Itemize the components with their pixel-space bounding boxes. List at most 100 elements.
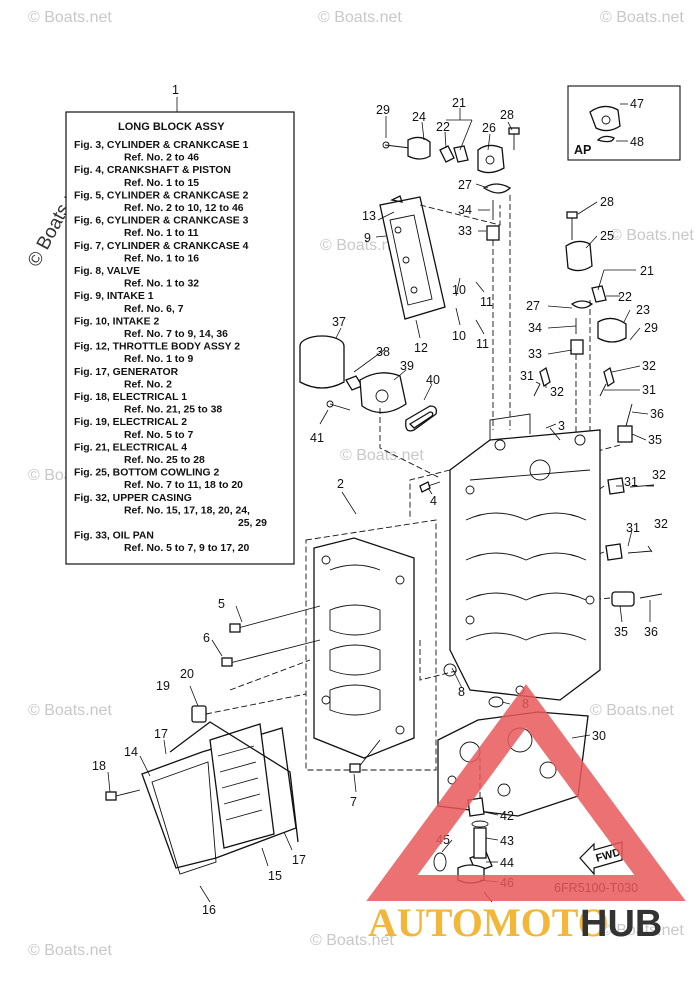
callout-19: 19 [156,679,170,693]
callout-22: 22 [618,290,632,304]
legend-figure-line: Fig. 5, CYLINDER & CRANKCASE 2 [74,190,249,201]
legend-figure-line: Fig. 32, UPPER CASING [74,493,192,504]
callout-13: 13 [362,209,376,223]
callout-35: 35 [648,433,662,447]
callout-27: 27 [526,299,540,313]
callout-25: 25 [600,229,614,243]
legend-figure-line: Fig. 4, CRANKSHAFT & PISTON [74,165,231,176]
watermark: © Boats.net [610,227,694,244]
callout-20: 20 [180,667,194,681]
callout-40: 40 [426,373,440,387]
right-side-parts [533,211,663,607]
legend-ref-line: Ref. No. 2 to 46 [124,153,199,164]
intake-bracket [379,195,501,320]
legend-figure-line: Fig. 21, ELECTRICAL 4 [74,442,187,453]
legend-ref-line: Ref. No. 21, 25 to 38 [124,405,222,416]
callout-5: 5 [218,597,225,611]
callout-33: 33 [458,224,472,238]
callout-31: 31 [520,369,534,383]
brand-text-part1: AUTOMOTO [368,900,609,945]
callout-30: 30 [592,729,606,743]
legend-ref-line: Ref. No. 7 to 9, 14, 36 [124,329,228,340]
callout-9: 9 [364,231,371,245]
legend-ref-line: Ref. No. 1 to 11 [124,228,199,239]
callout-43: 43 [500,834,514,848]
callout-21: 21 [640,264,654,278]
legend-ref-line: Ref. No. 2 [124,379,172,390]
callout-11: 11 [480,295,493,309]
callout-3: 3 [558,419,565,433]
ap-inset: AP 47 48 [567,85,681,161]
watermark: © Boats.net [318,9,402,26]
watermark: © Boats.net [340,447,424,464]
callout-29: 29 [376,103,390,117]
callout-35: 35 [614,625,628,639]
legend-ref-line: Ref. No. 1 to 32 [124,279,199,290]
watermark: © Boats.net [310,932,394,949]
legend-ref-line: Ref. No. 15, 17, 18, 20, 24, [124,505,250,516]
callout-4: 4 [430,494,437,508]
legend-figure-line: Fig. 8, VALVE [74,266,140,277]
crankcase-block [409,413,601,701]
watermark: © Boats.net [600,922,684,939]
leader-lines [107,108,654,903]
legend-ref-line: Ref. No. 2 to 10, 12 to 46 [124,203,244,214]
callout-7: 7 [350,795,357,809]
callout-31: 31 [642,383,656,397]
watermark: © Boats.net [600,9,684,26]
legend-ref-line: 25, 29 [238,518,267,529]
exhaust-cover [105,659,311,875]
callout-6: 6 [203,631,210,645]
callout-16: 16 [202,903,216,917]
callout-22: 22 [436,120,450,134]
legend-box: 1 LONG BLOCK ASSY Fig. 3, CYLINDER & CRA… [65,83,295,565]
callout-47: 47 [630,97,644,111]
callout-12: 12 [414,341,428,355]
legend-figure-line: Fig. 7, CYLINDER & CRANKCASE 4 [74,241,249,252]
legend-figure-line: Fig. 25, BOTTOM COWLING 2 [74,468,220,479]
callout-33: 33 [528,347,542,361]
legend-ref-line: Ref. No. 5 to 7 [124,430,194,441]
legend-title: LONG BLOCK ASSY [118,121,225,133]
callout-10: 10 [452,329,466,343]
fwd-arrow: FWD [579,841,623,876]
callout-1: 1 [172,83,179,97]
brand-logo: AUTOMOTO HUB [366,684,686,945]
callout-31: 31 [626,521,640,535]
callout-17: 17 [154,727,168,741]
legend-ref-line: Ref. No. 7 to 11, 18 to 20 [124,480,243,491]
callout-39: 39 [400,359,414,373]
callout-44: 44 [500,856,514,870]
legend-figure-line: Fig. 18, ELECTRICAL 1 [74,392,187,403]
callout-11: 11 [476,337,489,351]
callout-48: 48 [630,135,644,149]
legend-ref-line: Ref. No. 1 to 9 [124,354,194,365]
legend-ref-line: Ref. No. 1 to 16 [124,253,199,264]
callout-34: 34 [528,321,542,335]
legend-ref-line: Ref. No. 6, 7 [124,304,184,315]
watermark: © Boats.net [590,702,674,719]
callout-32: 32 [654,517,668,531]
callout-14: 14 [124,745,138,759]
legend-figure-line: Fig. 12, THROTTLE BODY ASSY 2 [74,342,240,353]
callout-2: 2 [337,477,344,491]
callout-36: 36 [650,407,664,421]
callout-34: 34 [458,203,472,217]
callout-17: 17 [292,853,306,867]
legend-figure-line: Fig. 33, OIL PAN [74,531,154,542]
legend-ref-line: Ref. No. 25 to 28 [124,455,205,466]
callout-29: 29 [644,321,658,335]
callout-21: 21 [452,96,466,110]
callout-24: 24 [412,110,426,124]
watermark: © Boats.net [28,702,112,719]
callout-18: 18 [92,759,106,773]
cylinder-block [221,519,437,773]
callout-32: 32 [642,359,656,373]
callout-32: 32 [652,468,666,482]
callout-37: 37 [332,315,346,329]
legend-ref-line: Ref. No. 1 to 15 [124,178,199,189]
legend-figure-line: Fig. 19, ELECTRICAL 2 [74,417,187,428]
callout-31: 31 [624,475,638,489]
legend-figure-line: Fig. 6, CYLINDER & CRANKCASE 3 [74,216,249,227]
